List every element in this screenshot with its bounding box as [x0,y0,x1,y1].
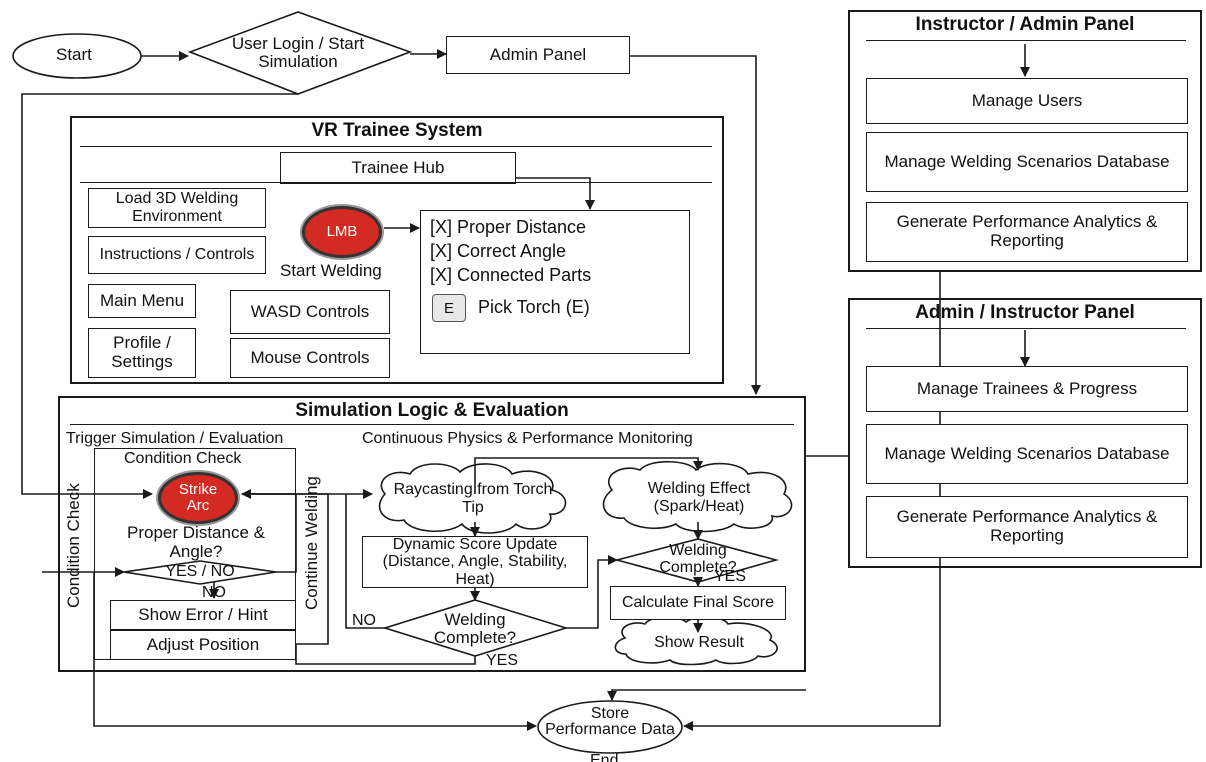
start-welding-label: Start Welding [280,261,382,280]
no-label: NO [202,584,226,601]
store-label: Store Performance Data [545,705,675,738]
yes-branch-label-2: YES [714,568,747,585]
simulation-title: Simulation Logic & Evaluation [295,400,569,421]
strike-arc-icon: Strike Arc [158,472,238,524]
divider [866,40,1186,41]
side-condition-label: Condition Check [64,483,83,608]
mouse-controls-box: Mouse Controls [230,338,390,378]
login-label: User Login / Start Simulation [231,34,365,71]
proper-question-label: Proper Distance & Angle? [127,523,265,561]
show-error-box: Show Error / Hint [110,600,296,630]
yes-no-decision [123,560,277,585]
admin-instructor-panel-title: Admin / Instructor Panel [915,302,1135,323]
instructor-admin-panel [848,10,1202,272]
lmb-button-icon: LMB [302,206,382,258]
manage-trainees-box: Manage Trainees & Progress [866,366,1188,412]
admin-panel-box: Admin Panel [446,36,630,74]
trainee-hub-box: Trainee Hub [280,152,516,184]
trigger-label: Trigger Simulation / Evaluation [66,430,284,447]
side-continue-label: Continue Welding [302,476,321,610]
show-result-cloud: Show Result [654,634,744,652]
yes-branch-label: YES [486,652,519,669]
instructions-box: Instructions / Controls [88,236,266,274]
analytics-box-2: Generate Performance Analytics & Reporti… [866,496,1188,558]
divider [80,146,712,147]
welding-complete-label: Welding Complete? [433,610,517,647]
check-connected-parts: [X] Connected Parts [430,265,592,285]
check-correct-angle: [X] Correct Angle [430,241,567,261]
score-update-box: Dynamic Score Update (Distance, Angle, S… [362,536,588,588]
divider [70,424,794,425]
e-key-icon: E [432,294,466,322]
manage-scenarios-box-2: Manage Welding Scenarios Database [866,424,1188,484]
divider [866,328,1186,329]
admin-instructor-panel [848,298,1202,568]
load-environment-box: Load 3D Welding Environment [88,188,266,228]
strike-arc-label: Strike Arc [178,481,218,514]
vr-system-title: VR Trainee System [311,120,483,141]
e-key-label: E [443,299,454,317]
main-menu-box: Main Menu [88,284,196,318]
profile-settings-box: Profile / Settings [88,328,196,378]
start-label: Start [56,45,92,64]
store-terminator [537,700,683,754]
final-score-box: Calculate Final Score [610,586,786,620]
raycast-cloud-shape [378,463,567,534]
yes-no-label: YES / NO [165,562,235,580]
adjust-position-box: Adjust Position [110,630,296,660]
effect-cloud-shape [602,460,793,533]
analytics-box: Generate Performance Analytics & Reporti… [866,202,1188,262]
manage-scenarios-box: Manage Welding Scenarios Database [866,132,1188,192]
welding-effect-cloud: Welding Effect (Spark/Heat) [647,480,751,515]
pick-torch-label: Pick Torch (E) [478,297,590,317]
check-proper-distance: [X] Proper Distance [430,217,587,237]
raycast-cloud: Raycasting from Torch Tip [393,481,553,516]
end-label: End [590,752,619,762]
continuous-label: Continuous Physics & Performance Monitor… [362,430,693,447]
instructor-admin-panel-title: Instructor / Admin Panel [915,14,1135,35]
vr-trainee-system-panel [70,116,724,384]
lmb-label: LMB [326,223,358,241]
no-branch-label: NO [352,612,376,629]
condition-check-label: Condition Check [124,450,242,467]
divider [80,182,712,183]
wasd-controls-box: WASD Controls [230,290,390,334]
checklist-box [420,210,690,354]
simulation-panel [58,396,806,672]
welding-complete-label-2: Welding Complete? [659,542,737,576]
manage-users-box: Manage Users [866,78,1188,124]
